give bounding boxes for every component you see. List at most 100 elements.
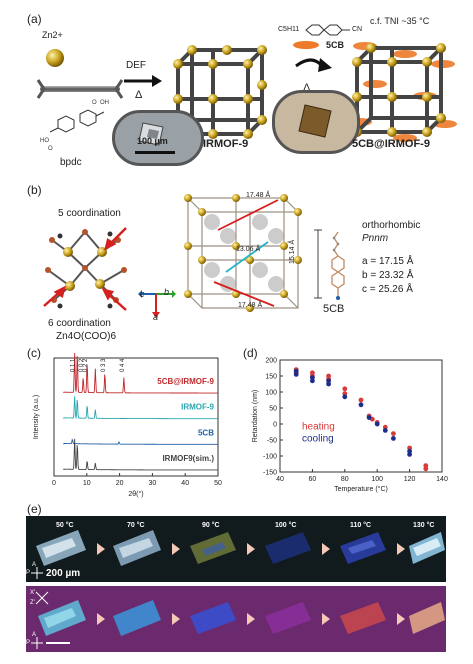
height-dim-label: 15.14 Å <box>289 239 296 264</box>
panel-c-label: (c) <box>27 346 41 360</box>
guest-label: 5CB <box>326 40 345 50</box>
peak-label: 0 3 3 <box>101 358 107 372</box>
y-axis-label: Intensity (a.u.) <box>33 395 40 439</box>
temp-top-2: 70 °C <box>127 522 145 529</box>
linker-name: bpdc <box>60 157 82 168</box>
x-tick-label: 60 <box>309 476 317 483</box>
dist1-label: 17.48 Å <box>246 192 271 199</box>
guest-formula-right: CN <box>352 26 363 33</box>
frame-top-4: 100 °C <box>257 516 319 582</box>
svg-text:O: O <box>48 146 53 152</box>
analyzer-top: A <box>32 562 37 568</box>
scale-bar-label-a: 100 µm <box>137 136 168 146</box>
series-label: IRMOF9(sim.) <box>162 454 214 463</box>
arrow-right-icon <box>97 613 105 625</box>
arrow-1-icon <box>124 75 162 87</box>
data-point <box>293 372 299 377</box>
frame-top-5: 110 °C <box>332 516 394 582</box>
dist3-label: 17.48 Å <box>238 302 263 309</box>
data-point <box>358 397 364 403</box>
temp-top-4: 100 °C <box>275 522 297 529</box>
cluster-formula: Zn4O(COO)6 <box>56 331 117 342</box>
svg-text:OH: OH <box>100 100 109 106</box>
data-point <box>326 381 331 387</box>
panel-a-left-graphic: O OH HO O <box>36 49 124 152</box>
frame-bottom-2 <box>107 586 169 652</box>
guest-formula-left: C5H11 <box>278 26 300 33</box>
frame-bottom-4 <box>257 586 319 652</box>
frame-top-3: 90 °C <box>182 516 244 582</box>
x-tick-label: 30 <box>149 480 157 487</box>
panel-d-label: (d) <box>243 346 258 360</box>
strip-crossed-polarizers: 50 °C 70 °C 90 °C 100 °C 110 °C 130 °C A… <box>26 516 446 582</box>
axis-b-label: b <box>164 287 170 297</box>
coord6-label: 6 coordination <box>48 318 111 329</box>
x-tick-label: 100 <box>371 476 383 483</box>
arrow-right-icon <box>247 613 255 625</box>
peak-label: 0 2 2 <box>83 358 89 372</box>
frame-top-2: 70 °C <box>107 516 169 582</box>
bpdc-structure <box>49 109 105 133</box>
crystal-structure-graphic <box>184 194 302 312</box>
peak-label: 0 1 1 <box>71 358 77 372</box>
x-tick-label: 120 <box>404 476 416 483</box>
composite-label: 5CB@IRMOF-9 <box>352 138 430 150</box>
axis-a-label: a <box>153 312 159 322</box>
frame-bottom-3 <box>182 586 244 652</box>
temp-top-5: 110 °C <box>350 522 372 529</box>
guest-label-b: 5CB <box>323 303 345 315</box>
y-tick-label: -150 <box>263 470 277 477</box>
data-point <box>310 378 315 384</box>
plot-frame <box>53 357 219 477</box>
arrow-right-icon <box>247 543 255 555</box>
x-axis-label: Temperature (°C) <box>334 485 388 493</box>
compensator-x: X' <box>30 590 36 596</box>
arrow-right-icon <box>172 613 180 625</box>
peak-label: 0 0 2 <box>79 358 85 372</box>
series-line <box>63 438 218 445</box>
panel-b-label: (b) <box>27 183 42 197</box>
delta-label-2: Δ <box>303 82 311 94</box>
y-tick-label: 200 <box>265 358 277 365</box>
x-tick-label: 40 <box>276 476 284 483</box>
y-tick-label: 150 <box>265 374 277 381</box>
series-line <box>63 438 218 471</box>
cluster-graphic <box>43 227 127 311</box>
scale-bar <box>46 642 70 644</box>
irmof-label: IRMOF-9 <box>203 138 249 150</box>
compensator-z: Z' <box>30 600 35 606</box>
cross-polarizer-icon <box>31 567 43 579</box>
peak-label: 0 4 4 <box>120 358 126 372</box>
zn-ion-sphere <box>46 49 64 67</box>
panel-a-label: (a) <box>27 12 42 26</box>
data-point <box>407 452 412 457</box>
data-point <box>423 466 429 472</box>
x-tick-label: 50 <box>214 480 222 487</box>
frame-top-1: 50 °C <box>32 516 94 582</box>
data-point <box>342 394 348 400</box>
polarizer-bottom: P <box>26 640 31 646</box>
data-point <box>382 428 388 433</box>
axis-c-label: c <box>140 289 145 299</box>
irmof-crystal-photo <box>112 110 204 166</box>
space-group: Pnnm <box>362 233 389 244</box>
x-tick-label: 80 <box>341 476 349 483</box>
composite-crystal-photo <box>272 90 360 154</box>
frame-bottom-1 <box>32 586 94 652</box>
y-axis-label: Retardation (nm) <box>252 390 259 443</box>
series-label: 5CB@IRMOF-9 <box>157 377 214 386</box>
irmof-framework-graphic <box>173 45 267 139</box>
cross-polarizer-icon <box>31 637 43 649</box>
composite-framework-graphic <box>348 42 457 142</box>
svg-text:HO: HO <box>40 138 49 144</box>
arrow-right-icon <box>397 613 405 625</box>
data-point <box>374 421 380 427</box>
series-label: IRMOF-9 <box>181 403 214 412</box>
data-point <box>391 436 396 441</box>
frame-bottom-6 <box>407 586 446 652</box>
arrow-right-icon <box>322 613 330 625</box>
x-axis-label: 2θ(°) <box>128 490 143 498</box>
arrow-right-icon <box>97 543 105 555</box>
